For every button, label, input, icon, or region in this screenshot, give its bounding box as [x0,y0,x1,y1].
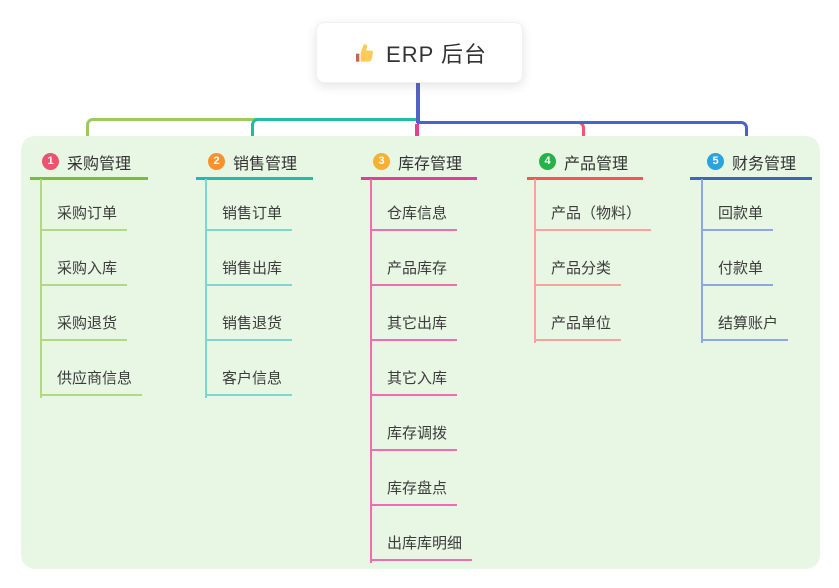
branch-node-3[interactable]: 3 库存管理 [361,146,477,180]
branch-node-2[interactable]: 2 销售管理 [196,146,313,180]
node-item[interactable]: 产品单位 [534,286,622,341]
node-item[interactable]: 出库库明细 [370,506,473,561]
connector-branch-3 [415,124,419,147]
branch-node-4[interactable]: 4 产品管理 [527,146,643,180]
node-item[interactable]: 仓库信息 [370,176,458,231]
node-item[interactable]: 销售出库 [205,231,293,286]
root-title: ERP 后台 [386,41,487,67]
root-stem-connector [416,83,420,123]
branch-5-number-badge: 5 [707,153,724,170]
node-item[interactable]: 供应商信息 [40,341,143,396]
branch-1-child-connector [40,179,42,398]
node-item[interactable]: 库存盘点 [370,451,458,506]
connector-branch-2 [251,118,417,149]
branch-2-number-badge: 2 [208,153,225,170]
branch-5-child-connector [701,179,703,343]
node-item[interactable]: 客户信息 [205,341,293,396]
node-item[interactable]: 结算账户 [701,286,789,341]
branch-node-5[interactable]: 5 财务管理 [690,146,812,180]
node-item[interactable]: 采购入库 [40,231,128,286]
branch-2-child-connector [205,179,207,398]
branch-2-label: 销售管理 [233,155,298,173]
node-item[interactable]: 产品（物料） [534,176,652,231]
branch-4-label: 产品管理 [564,155,629,173]
mindmap-panel [21,136,820,569]
node-item[interactable]: 销售订单 [205,176,293,231]
branch-1-number-badge: 1 [42,153,59,170]
node-item[interactable]: 其它出库 [370,286,458,341]
branch-node-1[interactable]: 1 采购管理 [30,146,148,180]
branch-5-label: 财务管理 [732,155,797,173]
node-item[interactable]: 库存调拨 [370,396,458,451]
thumbs-up-icon [352,41,376,65]
branch-3-label: 库存管理 [398,155,463,173]
connector-branch-1 [86,118,417,149]
node-item[interactable]: 销售退货 [205,286,293,341]
connector-branch-5 [417,121,748,149]
node-item[interactable]: 产品库存 [370,231,458,286]
branch-1-label: 采购管理 [67,155,132,173]
branch-3-number-badge: 3 [373,153,390,170]
root-node[interactable]: ERP 后台 [316,22,523,83]
branch-4-number-badge: 4 [539,153,556,170]
branch-4-child-connector [534,179,536,343]
node-item[interactable]: 付款单 [701,231,774,286]
branch-3-child-connector [370,179,372,563]
node-item[interactable]: 其它入库 [370,341,458,396]
node-item[interactable]: 回款单 [701,176,774,231]
node-item[interactable]: 采购退货 [40,286,128,341]
node-item[interactable]: 产品分类 [534,231,622,286]
node-item[interactable]: 采购订单 [40,176,128,231]
